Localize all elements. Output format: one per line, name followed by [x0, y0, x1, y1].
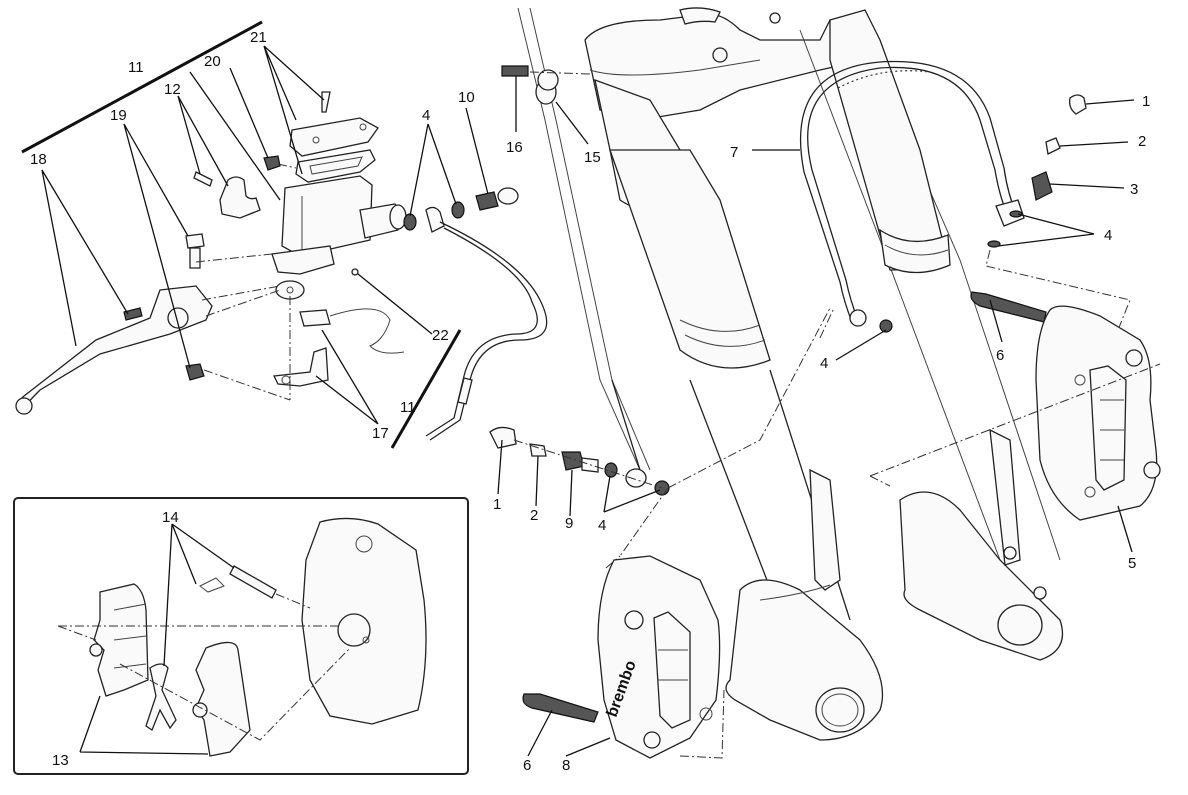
callout-15: 15: [584, 149, 601, 166]
callout-19: 19: [110, 107, 127, 124]
callout-10: 10: [458, 89, 475, 106]
callout-2-lower: 2: [530, 507, 538, 524]
assembly-bracket-right: [390, 329, 462, 449]
brake-pad-inset: [13, 497, 469, 775]
bleed-valve-right: [985, 94, 1131, 351]
callout-18: 18: [30, 151, 47, 168]
callout-leaders: [41, 45, 1135, 757]
callout-8: 8: [562, 757, 570, 774]
callout-7: 7: [730, 144, 738, 161]
callout-6-right: 6: [996, 347, 1004, 364]
brake-caliper-left: [522, 555, 725, 759]
banjo-bolt-lower: [489, 307, 831, 557]
callout-16: 16: [506, 139, 523, 156]
callout-4-right: 4: [1104, 227, 1112, 244]
brake-caliper-right: [869, 291, 1161, 521]
callout-21: 21: [250, 29, 267, 46]
callout-17: 17: [372, 425, 389, 442]
callout-2-right: 2: [1138, 133, 1146, 150]
callout-6-lower: 6: [523, 757, 531, 774]
callout-4-top: 4: [422, 107, 430, 124]
master-cylinder-assembly: [15, 91, 407, 415]
callout-5: 5: [1128, 555, 1136, 572]
callout-20: 20: [204, 53, 221, 70]
callout-3: 3: [1130, 181, 1138, 198]
callout-4-lower: 4: [598, 517, 606, 534]
front-fork-assembly: [517, 7, 1064, 741]
callout-1-lower: 1: [493, 496, 501, 513]
callout-12: 12: [164, 81, 181, 98]
callout-11-top: 11: [128, 59, 144, 76]
banjo-bolt-top: [403, 187, 519, 233]
callout-22: 22: [432, 327, 449, 344]
callout-9: 9: [565, 515, 573, 532]
callout-14: 14: [162, 509, 179, 526]
callout-4-mid: 4: [820, 355, 828, 372]
hose-clip-assembly: [501, 65, 591, 105]
callout-13: 13: [52, 752, 69, 769]
assembly-bracket-top: [21, 20, 263, 154]
callout-1-right: 1: [1142, 93, 1150, 110]
callout-11-right: 11: [400, 399, 416, 416]
callout-labels: 11 21 20 12 19 18 4 10 16 15 7 1 2 3 4 2…: [30, 29, 1150, 774]
